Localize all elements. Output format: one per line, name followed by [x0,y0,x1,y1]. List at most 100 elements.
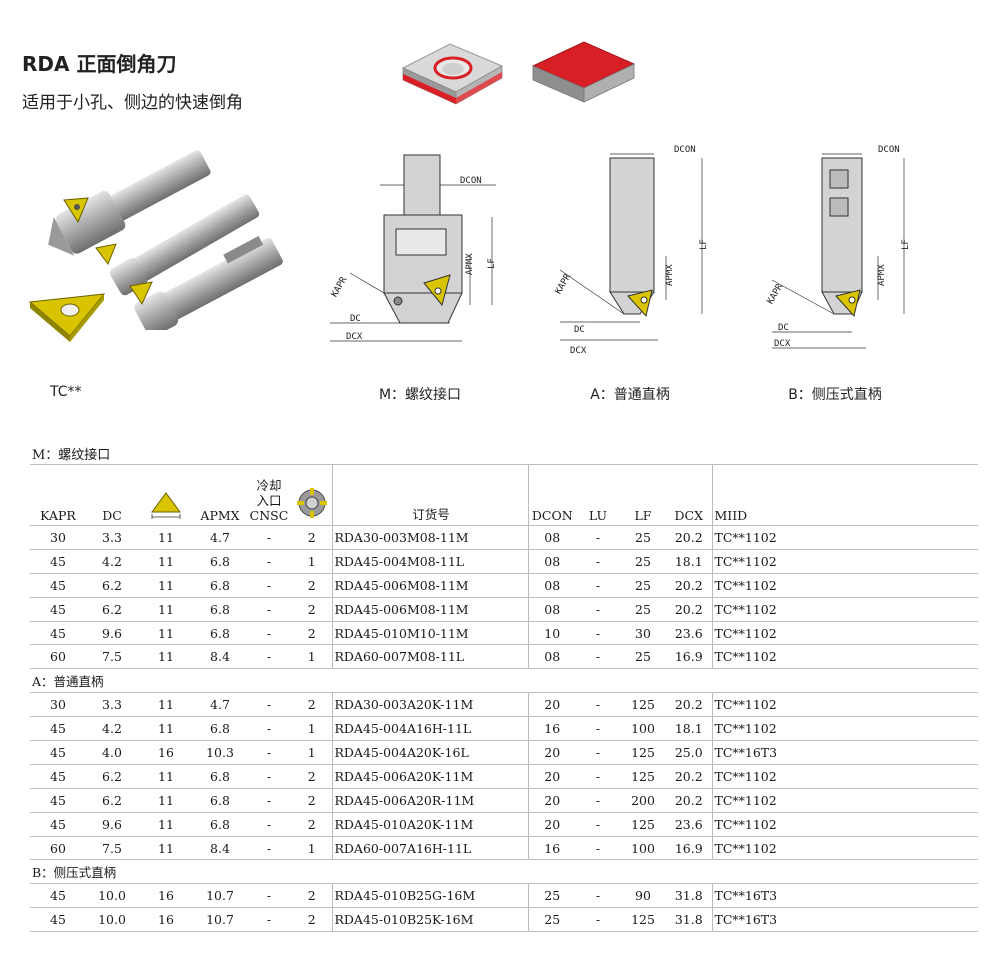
table-cell: 4.2 [86,716,138,742]
table-cell: RDA45-006A20K-11M [331,764,528,789]
table-cell: 125 [620,907,666,933]
table-cell: TC**1102 [711,764,978,789]
table-cell: 16 [138,740,194,765]
table-cell: - [246,621,292,646]
dim-lf-b: LF [901,239,911,250]
table-cell: RDA45-004A16H-11L [331,716,528,742]
table-cell: 16.9 [666,644,712,670]
table-cell: RDA60-007A16H-11L [331,836,528,861]
table-cell: 2 [292,883,332,909]
table-cell: 45 [30,883,86,909]
table-cell: 20 [527,764,576,789]
table-cell: 10.7 [194,907,246,933]
table-cell: 25 [620,644,666,670]
col-cnsc: CNSC [249,508,289,523]
table-cell: 16.9 [666,836,712,861]
table-cell: 45 [30,549,86,574]
col-lu: LU [576,464,620,526]
table-cell: 30 [30,692,86,718]
table-cell: - [576,788,620,813]
dim-dc-b: DC [778,323,789,333]
table-cell: 1 [292,549,332,574]
table-cell: 20.2 [666,525,712,550]
table-cell: RDA45-006M08-11M [331,597,528,622]
table-cell: 10.0 [86,907,138,933]
table-cell: RDA45-010B25K-16M [331,907,528,933]
col-dcx: DCX [666,464,712,526]
table-cell: TC**1102 [711,597,978,622]
table-cell: 11 [138,525,194,550]
table-cell: 7.5 [86,836,138,861]
table-cell: 45 [30,597,86,622]
page-subtitle: 适用于小孔、侧边的快速倒角 [22,93,243,113]
table-cell: 2 [292,907,332,933]
section-row: A：普通直柄 [30,668,978,694]
table-cell: 125 [620,764,666,789]
spec-table: KAPR DC APMX 冷却 入口 CNSC [30,464,978,933]
caption-insert: TC** [50,384,82,400]
table-cell: 45 [30,740,86,765]
table-cell: 08 [527,644,576,670]
table-cell: 4.7 [194,692,246,718]
table-cell: TC**1102 [711,812,978,837]
table-cell: 11 [138,573,194,598]
tool-photo-group [44,140,294,330]
table-cell: - [576,621,620,646]
table-cell: 25 [620,525,666,550]
col-edge-count [292,464,332,526]
table-cell: 08 [527,525,576,550]
table-cell: 16 [527,836,576,861]
table-cell: 20 [527,692,576,718]
table-cell: 11 [138,549,194,574]
table-cell: 20 [527,812,576,837]
table-cell: 90 [620,883,666,909]
table-cell: 1 [292,644,332,670]
table-cell: 45 [30,716,86,742]
dim-apmx-b: APMX [877,264,887,286]
section-label: B：侧压式直柄 [30,859,978,885]
table-cell: 6.8 [194,812,246,837]
table-cell: - [576,525,620,550]
table-cell: - [246,836,292,861]
table-cell: 11 [138,812,194,837]
table-cell: - [576,597,620,622]
table-cell: - [576,836,620,861]
table-cell: 11 [138,764,194,789]
table-cell: 20 [527,740,576,765]
dim-dcx-m: DCX [346,332,363,342]
table-cell: 2 [292,692,332,718]
table-cell: TC**16T3 [711,740,978,765]
table-cell: 2 [292,788,332,813]
table-header-row: KAPR DC APMX 冷却 入口 CNSC [30,464,978,526]
table-cell: 20.2 [666,788,712,813]
table-cell: 1 [292,740,332,765]
col-coolant-line1: 冷却 [256,478,282,493]
table-cell: 18.1 [666,716,712,742]
table-cell: 11 [138,716,194,742]
table-cell: - [246,907,292,933]
dim-lf-m: LF [487,258,497,269]
table-cell: 6.2 [86,597,138,622]
table-cell: 6.2 [86,788,138,813]
col-order-no: 订货号 [331,464,528,526]
b-type-drawing: DCON APMX LF DC DCX KAPR [752,140,932,360]
table-cell: - [246,549,292,574]
table-cell: 4.7 [194,525,246,550]
table-cell: 16 [138,883,194,909]
table-cell: 1 [292,716,332,742]
table-cell: - [246,764,292,789]
table-cell: 10 [527,621,576,646]
table-cell: 16 [138,907,194,933]
table-cell: 9.6 [86,812,138,837]
table-cell: - [576,573,620,598]
table-cell: - [576,644,620,670]
insert-grey-image [398,38,508,108]
